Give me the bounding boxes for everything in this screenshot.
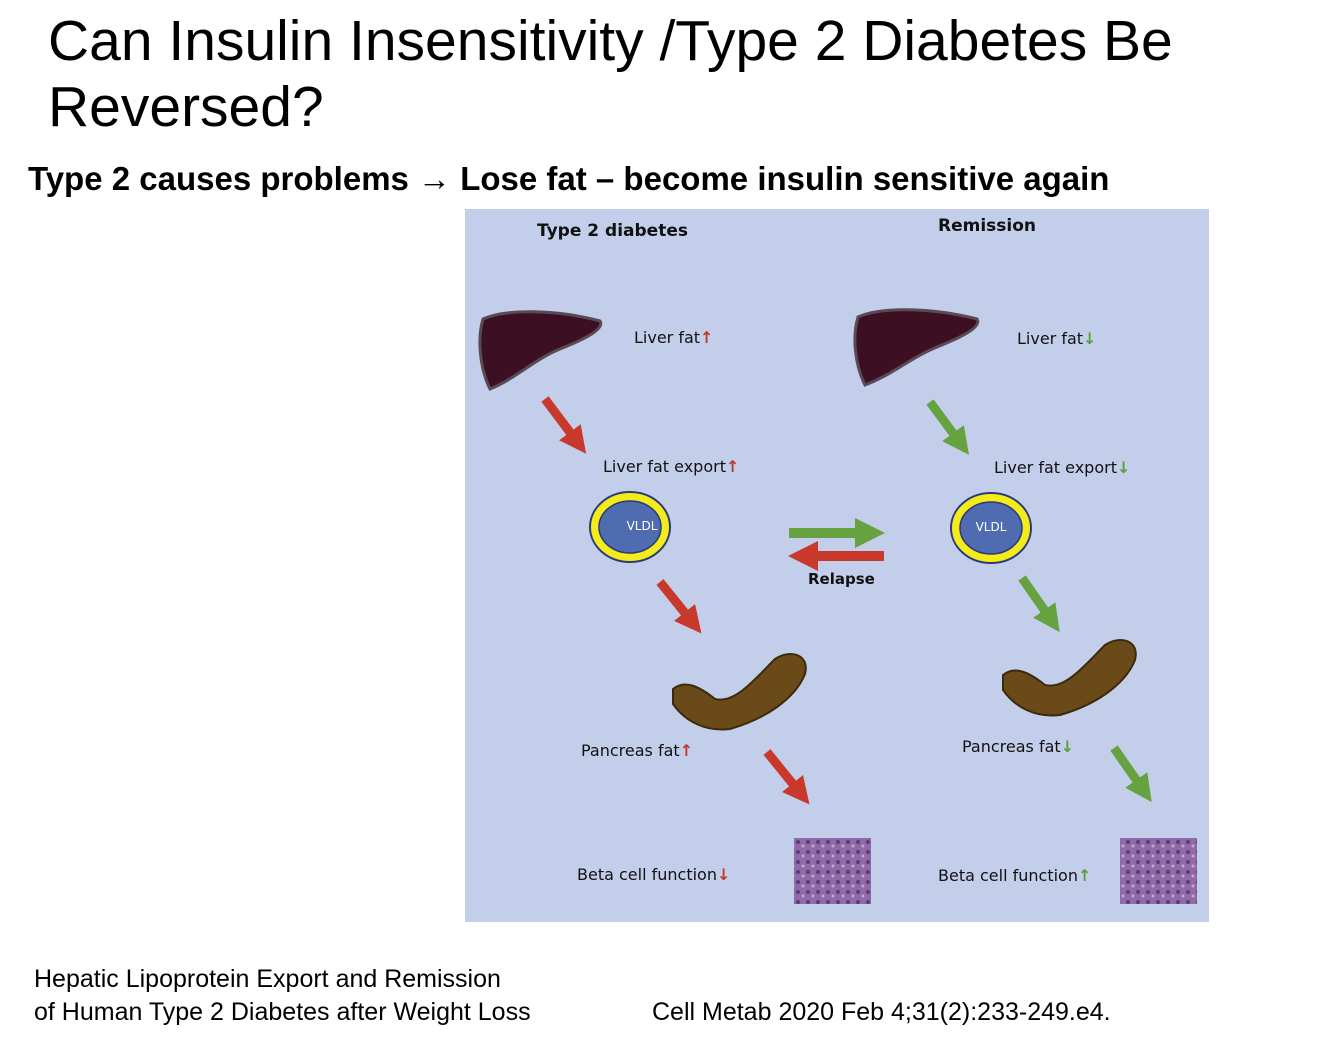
heading-remission: Remission	[938, 216, 1037, 236]
arrow-pancreas-to-beta-right	[1110, 745, 1152, 803]
down-arrow-icon: ↓	[1116, 458, 1131, 477]
vldl-label-left: VLDL	[626, 519, 658, 533]
up-arrow-icon: ↑	[1077, 866, 1092, 885]
liver-fat-export-left: Liver fat export↑	[603, 457, 740, 476]
beta-cell-right: Beta cell function↑	[938, 866, 1092, 885]
pancreas-right	[1002, 639, 1137, 717]
pancreas-fat-right: Pancreas fat↓	[962, 737, 1075, 756]
up-arrow-icon: ↑	[700, 328, 714, 347]
down-arrow-icon: ↓	[1083, 329, 1097, 348]
arrow-vldl-to-pancreas-left	[656, 579, 702, 634]
vldl-label-right: VLDL	[975, 520, 1007, 534]
diabetes-remission-diagram: Type 2 diabetes Remission VLDL VLDL Rela…	[465, 209, 1209, 922]
arrow-liver-to-export-left	[541, 396, 587, 454]
arrow-pancreas-to-beta-left	[763, 749, 810, 805]
liver-right	[853, 308, 980, 387]
slide-title: Can Insulin Insensitivity /Type 2 Diabet…	[48, 9, 1173, 139]
beta-cell-left: Beta cell function↓	[577, 865, 731, 884]
relapse-label: Relapse	[808, 570, 875, 588]
journal-reference: Cell Metab 2020 Feb 4;31(2):233-249.e4.	[652, 998, 1111, 1026]
liver-left	[478, 310, 603, 391]
diagram-graphics	[478, 308, 1197, 904]
heading-type2: Type 2 diabetes	[537, 221, 688, 241]
pancreas-fat-left: Pancreas fat↑	[581, 741, 694, 760]
liver-fat-left: Liver fat↑	[634, 328, 714, 347]
beta-cell-histology-right	[1120, 838, 1197, 904]
citation-line-2: of Human Type 2 Diabetes after Weight Lo…	[34, 998, 531, 1026]
liver-fat-export-right: Liver fat export↓	[994, 458, 1131, 477]
up-arrow-icon: ↑	[725, 457, 740, 476]
liver-fat-right: Liver fat↓	[1017, 329, 1097, 348]
up-arrow-icon: ↑	[679, 741, 694, 760]
slide-subtitle: Type 2 causes problems → Lose fat – beco…	[28, 160, 1110, 197]
down-arrow-icon: ↓	[716, 865, 731, 884]
arrow-vldl-to-pancreas-right	[1018, 575, 1060, 633]
arrow-liver-to-export-right	[926, 399, 970, 455]
pancreas-left	[672, 653, 807, 731]
beta-cell-histology-left	[794, 838, 871, 904]
down-arrow-icon: ↓	[1060, 737, 1075, 756]
citation-line-1: Hepatic Lipoprotein Export and Remission	[34, 965, 501, 993]
